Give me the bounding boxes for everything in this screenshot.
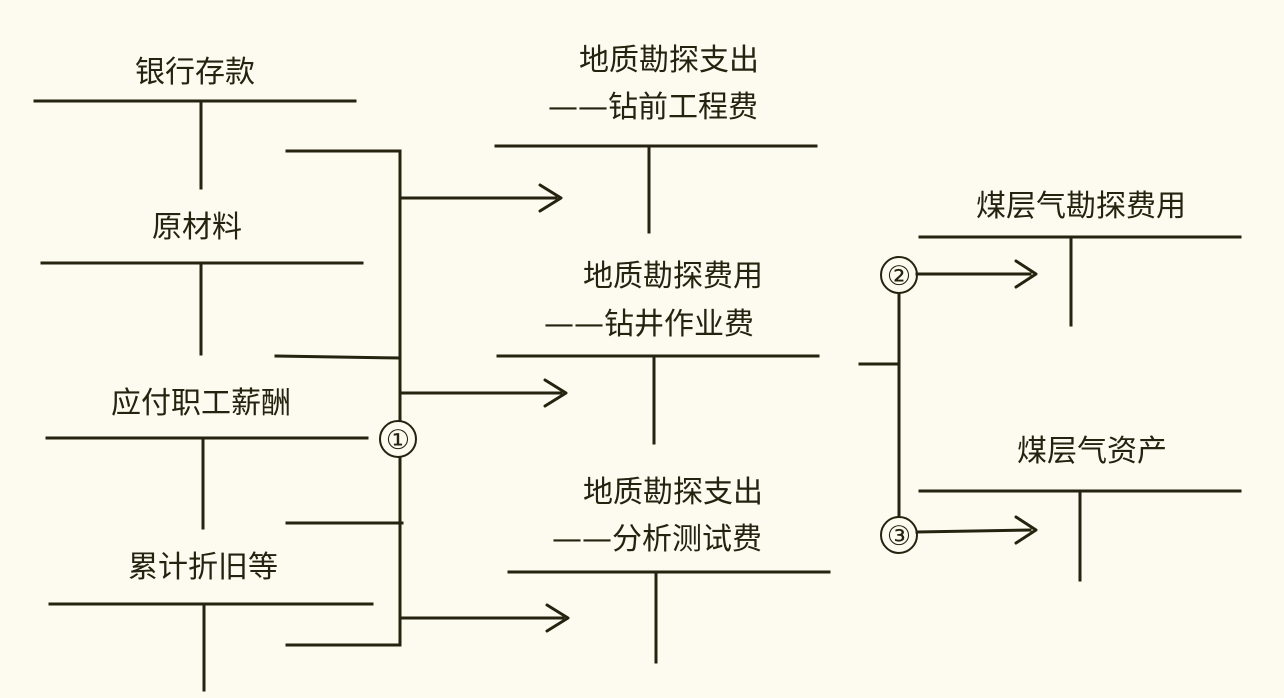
t-account-cbm-exploration-expense: 煤层气勘探费用	[918, 189, 1242, 327]
account-label-payroll-payable: 应付职工薪酬	[111, 386, 291, 421]
account-sublabel-pre-drilling: ——钻前工程费	[548, 90, 758, 125]
account-sublabel-testing: ——分析测试费	[552, 522, 762, 557]
t-account-geo-expenditure-testing: 地质勘探支出 ——分析测试费	[507, 475, 831, 664]
collector-bracket-step1	[274, 149, 404, 647]
step-circle	[379, 420, 417, 458]
collector-bracket-step2-3	[858, 273, 901, 537]
t-account-geo-expenditure-pre-drilling: 地质勘探支出 ——钻前工程费	[494, 43, 818, 234]
arrow-shaft	[915, 528, 1032, 534]
t-account-payroll-payable: 应付职工薪酬	[45, 386, 369, 530]
arrow-head	[538, 183, 563, 213]
arrow-to-pre-drilling	[398, 183, 563, 213]
arrow-to-cbm-assets	[915, 515, 1038, 545]
account-label-geo-expenditure: 地质勘探支出	[579, 43, 759, 78]
account-label-accumulated-depreciation: 累计折旧等	[128, 550, 278, 585]
account-label-cbm-assets: 煤层气资产	[1017, 434, 1167, 469]
arrow-head	[545, 603, 570, 633]
step-number-2: ②	[887, 261, 911, 292]
t-account-bank-deposit: 银行存款	[33, 55, 357, 190]
arrow-to-drilling	[398, 378, 568, 408]
t-account-raw-materials: 原材料	[40, 210, 364, 356]
account-label-raw-materials: 原材料	[152, 210, 242, 245]
arrow-to-testing	[398, 603, 570, 633]
connector-line	[274, 354, 402, 360]
t-account-geo-expense-drilling: 地质勘探费用 ——钻井作业费	[496, 259, 820, 445]
account-label-geo-expense: 地质勘探费用	[583, 259, 763, 294]
step-marker-1: ①	[379, 420, 417, 458]
t-account-cbm-assets: 煤层气资产	[918, 434, 1242, 582]
step-number-1: ①	[386, 425, 410, 456]
step-number-3: ③	[887, 521, 911, 552]
arrow-to-cbm-expense	[915, 259, 1038, 289]
step-marker-2: ②	[880, 256, 918, 294]
arrow-head	[543, 378, 568, 408]
arrow-head	[1014, 259, 1038, 289]
t-account-accumulated-depreciation: 累计折旧等	[48, 550, 374, 692]
arrow-head	[1014, 515, 1038, 545]
step-circle	[880, 516, 918, 554]
account-label-geo-expenditure: 地质勘探支出	[583, 475, 763, 510]
account-label-bank-deposit: 银行存款	[135, 55, 255, 90]
account-label-cbm-expense: 煤层气勘探费用	[976, 189, 1186, 224]
account-sublabel-drilling: ——钻井作业费	[544, 307, 754, 342]
step-marker-3: ③	[880, 516, 918, 554]
